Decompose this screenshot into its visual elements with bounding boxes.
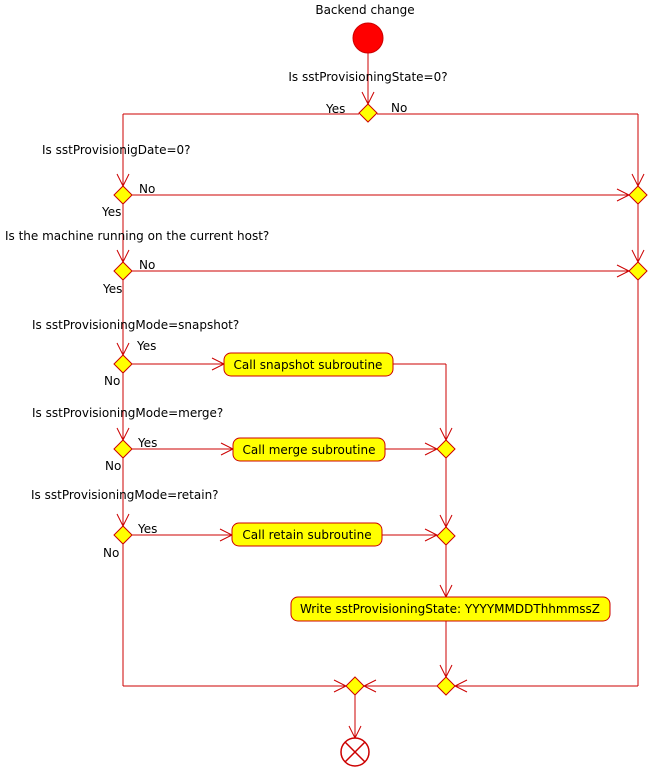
merge-diamond-a [436,439,456,459]
decision-label-2: Is sstProvisionigDate=0? [42,143,191,157]
decision-diamond-3 [113,261,133,281]
decision-label-6: Is sstProvisioningMode=retain? [31,488,219,502]
merge-diamond-b [436,526,456,546]
branch-label-d1-no: No [391,101,407,115]
action-retain-box [231,522,383,547]
decision-label-3: Is the machine running on the current ho… [5,229,269,243]
merge-diamond-final [345,676,365,696]
branch-label-d6-no: No [103,546,119,560]
decision-diamond-5 [113,439,133,459]
arrowhead [424,528,439,542]
branch-label-d2-yes: Yes [101,205,121,219]
merge-diamond-right-2 [628,261,648,281]
merge-diamond-right-1 [628,185,648,205]
edges [116,53,645,740]
decision-label-4: Is sstProvisioningMode=snapshot? [32,318,239,332]
decision-diamond-2 [113,185,133,205]
branch-label-d2-no: No [139,182,155,196]
action-retain-label: Call retain subroutine [242,528,371,542]
branch-label-d6-yes: Yes [137,522,157,536]
branch-label-d3-yes: Yes [102,282,122,296]
branch-label-d5-yes: Yes [137,436,157,450]
decision-label-1: Is sstProvisioningState=0? [288,70,447,84]
decision-diamond-4 [113,354,133,374]
branch-label-d1-yes: Yes [325,102,345,116]
branch-label-d5-no: No [105,459,121,473]
decision-diamond-6 [113,525,133,545]
decision-diamond-1 [358,103,378,123]
end-node [340,737,370,767]
branch-label-d4-yes: Yes [136,339,156,353]
branch-label-d3-no: No [139,258,155,272]
action-snapshot-label: Call snapshot subroutine [234,358,383,372]
action-merge-label: Call merge subroutine [243,443,376,457]
decision-label-5: Is sstProvisioningMode=merge? [32,406,223,420]
action-snapshot-box [223,352,394,377]
start-node [352,22,384,54]
action-write-state-box [290,596,611,622]
action-merge-box [232,437,386,462]
action-write-state-label: Write sstProvisioningState: YYYYMMDDThhm… [300,602,600,616]
merge-diamond-c [436,676,456,696]
branch-label-d4-no: No [104,374,120,388]
diagram-title: Backend change [315,3,414,17]
